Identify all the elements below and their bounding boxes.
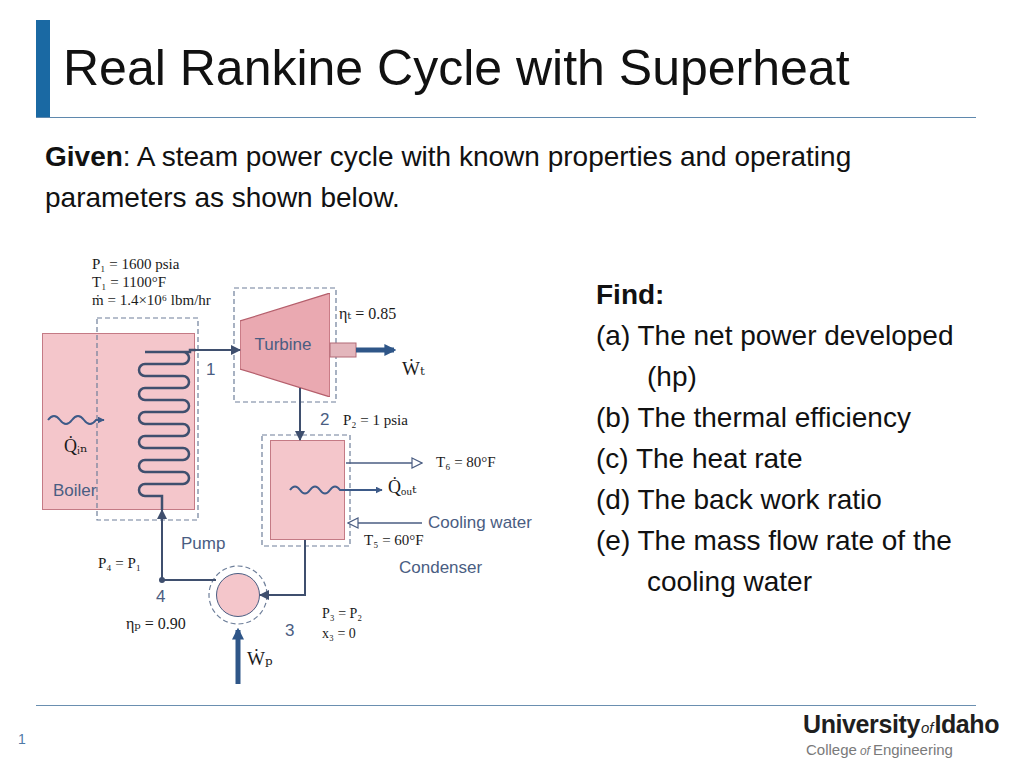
state-condition: P₁ = 1600 psia — [92, 256, 179, 273]
state-number: 4 — [156, 587, 165, 607]
condenser-control-volume — [262, 435, 350, 546]
logo-word: of — [860, 744, 870, 758]
logo-word: Engineering — [873, 741, 953, 758]
flow-line — [195, 349, 240, 351]
pump-work-arrow — [236, 630, 241, 684]
efficiency-label: ηₚ = 0.90 — [126, 615, 186, 633]
work-label: Ẇₜ — [402, 358, 425, 380]
state-condition: T₅ = 60°F — [364, 532, 424, 549]
turbine-control-volume — [234, 288, 336, 402]
cooling-water-out — [346, 462, 422, 464]
given-paragraph: Given: A steam power cycle with known pr… — [45, 136, 895, 218]
cooling-water-in — [348, 522, 422, 524]
header-bar — [36, 20, 50, 118]
turbine-shaft — [330, 343, 356, 357]
find-list: Find:(a) The net power developed (hp)(b)… — [596, 274, 988, 602]
node-label: Condenser — [399, 558, 482, 578]
efficiency-label: ηₜ = 0.85 — [339, 305, 396, 323]
university-logo: UniversityofIdaho — [803, 710, 999, 739]
flow-line — [260, 540, 305, 595]
state-condition: ṁ = 1.4×10⁶ lbm/hr — [92, 292, 211, 309]
pump-circle: Pump — [216, 573, 260, 617]
state-point-dot — [159, 577, 165, 583]
condenser-box: Condenser — [270, 440, 345, 540]
boiler-box: Boiler — [42, 333, 195, 510]
state-condition: T₆ = 80°F — [436, 454, 496, 471]
state-number: 3 — [285, 621, 294, 641]
state-number: 2 — [320, 410, 329, 430]
logo-word: Idaho — [934, 710, 999, 738]
turbine-body — [240, 293, 330, 397]
find-item: (b) The thermal efficiency — [596, 397, 988, 438]
heat-label: Q̇ᵢₙ — [64, 436, 88, 457]
logo-word: College — [806, 741, 857, 758]
state-condition: P₄ = P₁ — [98, 555, 141, 572]
node-label: Pump — [181, 534, 225, 554]
header-rule — [36, 117, 976, 118]
work-label: Ẇₚ — [247, 648, 273, 670]
find-item: (a) The net power developed (hp) — [596, 315, 988, 397]
pump-control-volume — [209, 566, 267, 624]
flow-line — [299, 388, 301, 440]
find-item: (c) The heat rate — [596, 438, 988, 479]
state-condition: x₃ = 0 — [322, 626, 356, 642]
given-text: : A steam power cycle with known propert… — [45, 141, 851, 213]
page-number: 1 — [18, 731, 26, 747]
logo-word: University — [803, 710, 920, 738]
slide-title: Real Rankine Cycle with Superheat — [63, 40, 850, 98]
heat-label: Q̇ₒᵤₜ — [388, 477, 417, 498]
find-heading: Find: — [596, 274, 988, 315]
find-item: (d) The back work ratio — [596, 479, 988, 520]
footer-rule — [36, 705, 976, 706]
node-label: Boiler — [53, 481, 96, 501]
find-item: (e) The mass flow rate of the cooling wa… — [596, 520, 988, 602]
stream-label: Cooling water — [428, 513, 532, 533]
college-name: CollegeofEngineering — [806, 741, 953, 759]
turbine-work-arrow — [356, 348, 394, 353]
state-condition: P₃ = P₂ — [322, 606, 362, 622]
given-heading: Given — [45, 141, 123, 172]
logo-word: of — [921, 719, 934, 736]
state-number: 1 — [206, 360, 215, 380]
node-label: Turbine — [254, 335, 311, 355]
state-condition: P₂ = 1 psia — [343, 412, 408, 429]
turbine-shape: Turbine — [240, 293, 330, 397]
state-condition: T₁ = 1100°F — [92, 274, 166, 291]
